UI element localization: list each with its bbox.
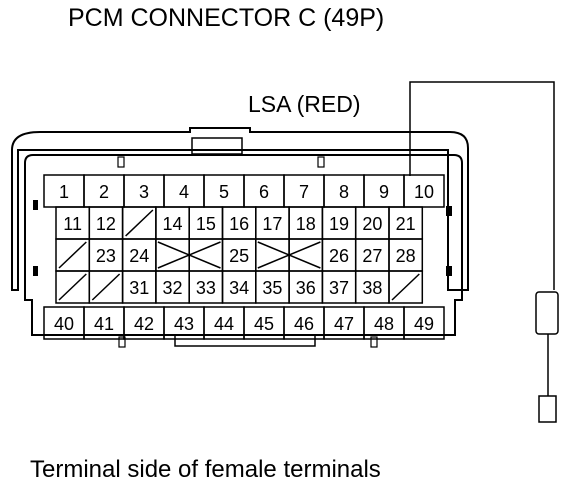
terminal-number: 16	[229, 214, 249, 234]
blank-cavity-mark	[58, 241, 87, 269]
side-key-left-1	[33, 200, 38, 210]
top-notch-right	[317, 156, 325, 168]
terminal-number: 7	[299, 182, 309, 202]
bottom-lip	[174, 335, 316, 347]
terminal-10	[403, 174, 445, 208]
terminal-number: 1	[59, 182, 69, 202]
terminal-number: 28	[396, 246, 416, 266]
terminal-number: 35	[262, 278, 282, 298]
terminal-number: 40	[54, 314, 74, 334]
terminal-number: 36	[296, 278, 316, 298]
terminal-number: 21	[396, 214, 416, 234]
terminal-number: 14	[163, 214, 183, 234]
blank-cavity-mark	[125, 209, 154, 237]
terminal-number: 18	[296, 214, 316, 234]
side-key-right-1	[446, 206, 452, 216]
terminal-number: 12	[96, 214, 116, 234]
terminal-number: 24	[129, 246, 149, 266]
lsa-wire	[409, 81, 555, 290]
terminal-number: 38	[362, 278, 382, 298]
latch-tab	[191, 137, 243, 155]
terminal-number: 48	[374, 314, 394, 334]
blank-cavity-mark	[391, 273, 420, 301]
terminal-number: 27	[362, 246, 382, 266]
terminal-number: 23	[96, 246, 116, 266]
terminal-number: 17	[262, 214, 282, 234]
terminal-number: 5	[219, 182, 229, 202]
terminal-number: 33	[196, 278, 216, 298]
terminal-number: 34	[229, 278, 249, 298]
terminal-number: 15	[196, 214, 216, 234]
terminal-number: 44	[214, 314, 234, 334]
terminal-number: 49	[414, 314, 434, 334]
terminal-number: 4	[179, 182, 189, 202]
terminal-number: 31	[129, 278, 149, 298]
diagram-title: PCM CONNECTOR C (49P)	[68, 4, 385, 32]
terminal-number: 3	[139, 182, 149, 202]
harness-connector-body	[535, 291, 559, 335]
terminal-number: 45	[254, 314, 274, 334]
terminal-number: 46	[294, 314, 314, 334]
wire-label: LSA (RED)	[248, 91, 361, 117]
terminal-number: 25	[229, 246, 249, 266]
terminal-number: 20	[362, 214, 382, 234]
terminal-number: 19	[329, 214, 349, 234]
terminal-number: 26	[329, 246, 349, 266]
terminal-number: 6	[259, 182, 269, 202]
caption: Terminal side of female terminals	[30, 456, 381, 483]
top-notch-left	[117, 156, 125, 168]
terminal-number: 41	[94, 314, 114, 334]
terminal-49	[403, 306, 445, 340]
terminal-number: 11	[63, 214, 82, 234]
blank-cavity-mark	[91, 273, 121, 301]
blank-cavity-mark	[58, 273, 87, 301]
terminal-number: 43	[174, 314, 194, 334]
side-key-right-2	[446, 266, 452, 276]
terminal-number: 8	[339, 182, 349, 202]
bottom-notch-left	[118, 336, 126, 348]
terminal-number: 42	[134, 314, 154, 334]
side-key-left-2	[33, 266, 38, 276]
terminal-number: 2	[99, 182, 109, 202]
terminal-number: 32	[163, 278, 183, 298]
blank-cavity	[388, 270, 424, 304]
terminal-number: 9	[379, 182, 389, 202]
terminal-number: 10	[414, 182, 434, 202]
terminal-number: 37	[329, 278, 349, 298]
terminal-number: 47	[334, 314, 354, 334]
harness-connector-tip	[538, 395, 557, 423]
connector-housing-outer	[11, 127, 469, 291]
bottom-notch-right	[370, 336, 378, 348]
